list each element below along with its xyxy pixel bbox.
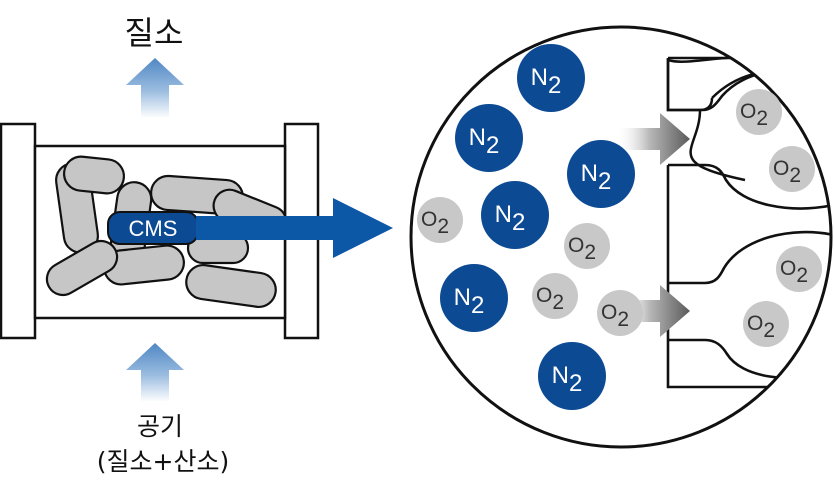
oxygen-symbol: O2 [421, 208, 449, 238]
diffusion-arrow-lower [616, 285, 690, 337]
column-left-flange [0, 122, 37, 340]
oxygen-symbol: O2 [773, 157, 801, 187]
oxygen-symbol: O2 [740, 100, 768, 130]
oxygen-symbol: O2 [780, 257, 808, 287]
oxygen-molecule: O2 [564, 223, 610, 269]
nitrogen-symbol: N2 [469, 124, 500, 159]
oxygen-molecule: O2 [743, 301, 789, 347]
air-inlet-arrow [126, 343, 184, 402]
pellet [62, 155, 126, 195]
cms-label: CMS [107, 211, 199, 245]
oxygen-molecule: O2 [417, 197, 463, 243]
diffusion-arrow-upper [616, 113, 690, 165]
oxygen-molecule: O2 [776, 246, 822, 292]
nitrogen-molecule: N2 [455, 104, 523, 172]
oxygen-molecule: O2 [769, 146, 815, 192]
magnify-arrow [196, 198, 393, 258]
oxygen-symbol: O2 [601, 301, 629, 331]
nitrogen-outlet-arrow [126, 58, 184, 118]
cms-label-text: CMS [129, 216, 178, 241]
oxygen-molecule: O2 [736, 89, 782, 135]
nitrogen-symbol: N2 [581, 160, 612, 195]
nitrogen-symbol: N2 [531, 64, 562, 99]
oxygen-symbol: O2 [568, 234, 596, 264]
pellet [45, 239, 119, 297]
oxygen-symbol: O2 [536, 284, 564, 314]
nitrogen-molecule: N2 [567, 140, 635, 208]
oxygen-molecule: O2 [597, 290, 643, 336]
input-gas-label-line2: (질소+산소) [97, 447, 229, 476]
nitrogen-molecule: N2 [517, 44, 585, 112]
oxygen-symbol: O2 [747, 312, 775, 342]
output-gas-label: 질소 [125, 14, 184, 52]
nitrogen-molecule: N2 [440, 264, 508, 332]
oxygen-molecule: O2 [532, 273, 578, 319]
nitrogen-molecule: N2 [481, 181, 549, 249]
nitrogen-molecule: N2 [538, 342, 606, 410]
pellet [185, 264, 277, 308]
nitrogen-symbol: N2 [495, 201, 526, 236]
input-gas-label-line1: 공기 [137, 412, 183, 441]
nitrogen-symbol: N2 [454, 284, 485, 319]
nitrogen-symbol: N2 [552, 362, 583, 397]
